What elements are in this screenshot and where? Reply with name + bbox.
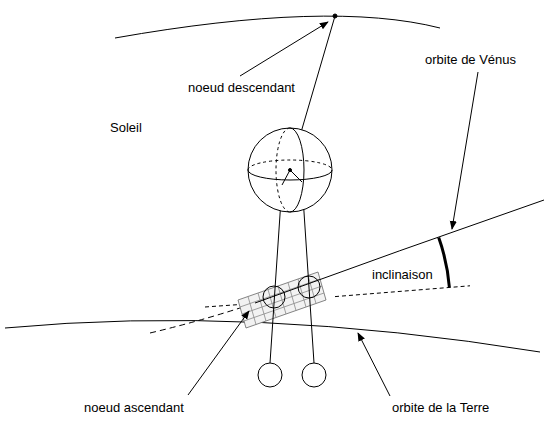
venus-orbit-below: [150, 303, 255, 333]
venus-orbit: [255, 200, 544, 303]
ecliptic-trace-left: [205, 305, 240, 308]
leader-arrow: [188, 311, 249, 395]
sight-line: [270, 185, 282, 363]
sun-disk-projection: [238, 272, 326, 328]
node-label: noeud descendant: [188, 80, 295, 95]
orbit-label: orbite de Vénus: [425, 52, 516, 67]
sun-sphere: [248, 128, 332, 212]
angle-label: inclinaison: [372, 267, 433, 282]
venus-orbit-far: [115, 16, 440, 38]
venus-position: [263, 286, 285, 308]
leader-arrow: [358, 333, 390, 396]
earth-position: [302, 363, 326, 387]
venus-position: [298, 276, 320, 298]
earth-position: [258, 363, 282, 387]
orbit-label: orbite de la Terre: [392, 400, 489, 415]
leader-arrow: [240, 22, 328, 76]
body-label: Soleil: [110, 120, 142, 135]
leader-arrow: [452, 72, 478, 229]
node-label: noeud ascendant: [84, 400, 184, 415]
inclination-arc: [439, 238, 450, 288]
